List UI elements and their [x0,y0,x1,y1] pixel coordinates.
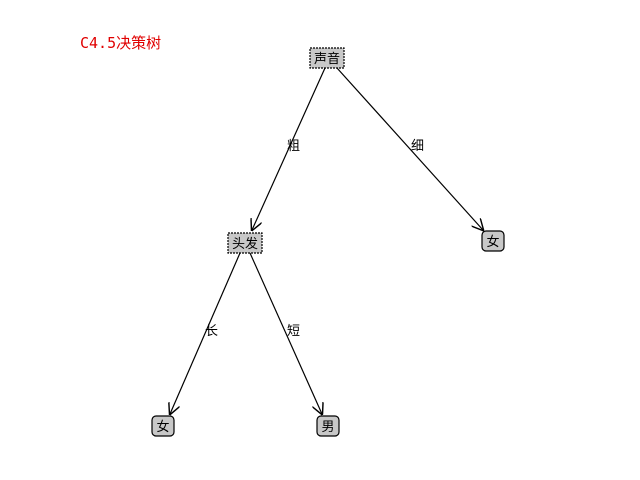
leaf-label-male: 男 [321,420,334,435]
diagram-title: C4.5决策树 [80,34,162,52]
edge-label-long: 长 [205,324,218,339]
edge-label-short: 短 [287,324,300,339]
leaf-label-female-right: 女 [486,234,499,250]
hair-node-box [227,232,263,254]
edge-root-to-female-right [336,67,483,230]
edge-root-to-hair [252,67,326,230]
leaf-box-male [316,415,340,437]
leaf-node-male: 男 [316,415,340,437]
root-node: 声音 [309,47,345,69]
edge-hair-to-female-left [170,252,241,414]
root-node-label: 声音 [314,51,340,67]
tree-edges [170,67,483,414]
leaf-box-female-right [481,230,505,252]
leaf-box-female-left [151,415,175,437]
hair-node-label: 头发 [232,236,258,252]
leaf-label-female-left: 女 [156,419,169,435]
edge-labels: 粗 细 长 短 [205,139,424,339]
edge-label-fine: 细 [411,139,424,154]
edge-label-coarse: 粗 [287,139,300,154]
hair-node: 头发 [227,232,263,254]
leaf-node-female-left: 女 [151,415,175,437]
leaf-node-female-right: 女 [481,230,505,252]
edge-hair-to-male [249,252,322,414]
root-node-box [309,47,345,69]
